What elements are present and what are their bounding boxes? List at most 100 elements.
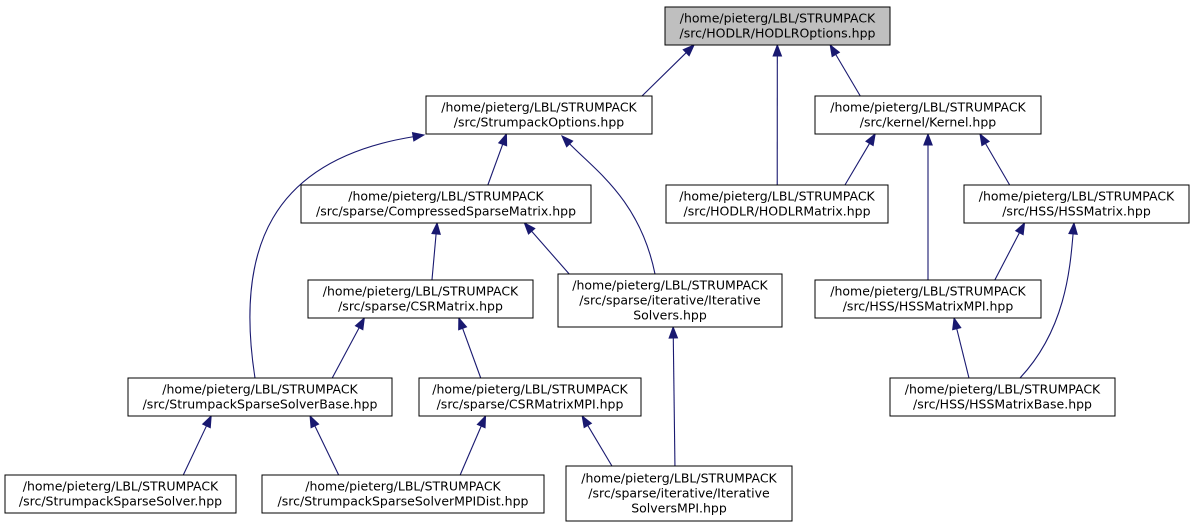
edge-strumpack-options-to-hodlr-options	[641, 52, 687, 97]
edge-compressed-sparse-matrix-to-strumpack-options-arrowhead	[497, 132, 508, 147]
node-hss-matrix-mpi[interactable]: /home/pieterg/LBL/STRUMPACK/src/HSS/HSSM…	[814, 279, 1042, 319]
node-label-line: /src/sparse/CSRMatrix.hpp	[338, 299, 503, 314]
node-label-line: /home/pieterg/LBL/STRUMPACK	[23, 479, 219, 494]
edge-sparse-solver-to-sparse-solver-base	[182, 425, 207, 476]
node-box	[300, 184, 592, 224]
node-box	[814, 95, 1042, 135]
node-box	[665, 184, 889, 224]
edge-hss-matrix-mpi-to-kernel-arrowhead	[923, 132, 933, 146]
edge-csr-matrix-mpi-to-csr-matrix	[462, 328, 482, 379]
edge-hss-matrix-to-kernel	[985, 143, 1011, 186]
node-iterative-solvers[interactable]: /home/pieterg/LBL/STRUMPACK/src/sparse/i…	[557, 273, 783, 328]
node-box	[4, 474, 237, 514]
node-box	[565, 465, 793, 522]
edge-sparse-solver-base-to-csr-matrix-arrowhead	[354, 316, 365, 331]
edge-hodlr-matrix-to-kernel-arrowhead	[865, 132, 876, 147]
edge-iterative-solvers-mpi-to-csr-matrix-mpi-arrowhead	[581, 414, 593, 429]
edge-hodlr-matrix-to-hodlr-options-arrowhead	[772, 43, 783, 57]
node-box	[127, 377, 393, 417]
edge-kernel-to-hodlr-options	[835, 54, 861, 97]
edge-hss-matrix-to-kernel-arrowhead	[979, 132, 991, 147]
node-box	[963, 184, 1190, 224]
edge-hss-matrix-base-to-hss-matrix-arrowhead	[1068, 221, 1078, 235]
node-sparse-solver[interactable]: /home/pieterg/LBL/STRUMPACK/src/Strumpac…	[4, 474, 237, 514]
node-label-line: /src/StrumpackSparseSolverBase.hpp	[143, 397, 378, 412]
edge-sparse-solver-mpi-dist-to-csr-matrix-mpi	[459, 425, 482, 476]
node-box	[425, 95, 653, 135]
edge-iterative-solvers-mpi-to-iterative-solvers	[672, 337, 676, 467]
node-label-line: /home/pieterg/LBL/STRUMPACK	[905, 382, 1101, 397]
node-sparse-solver-base[interactable]: /home/pieterg/LBL/STRUMPACK/src/Strumpac…	[127, 377, 393, 417]
node-label-line: /src/sparse/CompressedSparseMatrix.hpp	[316, 204, 576, 219]
node-compressed-sparse-matrix[interactable]: /home/pieterg/LBL/STRUMPACK/src/sparse/C…	[300, 184, 592, 224]
node-box	[307, 279, 534, 319]
node-label-line: /home/pieterg/LBL/STRUMPACK	[305, 479, 501, 494]
node-hodlr-matrix[interactable]: /home/pieterg/LBL/STRUMPACK/src/HODLR/HO…	[665, 184, 889, 224]
edge-sparse-solver-base-to-strumpack-options-arrowhead	[411, 131, 426, 142]
node-strumpack-options[interactable]: /home/pieterg/LBL/STRUMPACK/src/Strumpac…	[425, 95, 653, 135]
node-box	[418, 377, 642, 417]
node-label-line: /home/pieterg/LBL/STRUMPACK	[572, 278, 768, 293]
node-label-line: /home/pieterg/LBL/STRUMPACK	[348, 189, 544, 204]
edge-sparse-solver-to-sparse-solver-base-arrowhead	[201, 414, 212, 429]
node-box	[814, 279, 1042, 319]
edge-iterative-solvers-mpi-to-iterative-solvers-arrowhead	[668, 325, 679, 339]
edge-csr-matrix-to-compressed-sparse-matrix-arrowhead	[431, 221, 441, 235]
edge-csr-matrix-to-compressed-sparse-matrix	[431, 233, 437, 281]
node-label-line: SolversMPI.hpp	[631, 501, 727, 516]
node-label-line: Solvers.hpp	[633, 308, 707, 323]
node-csr-matrix[interactable]: /home/pieterg/LBL/STRUMPACK/src/sparse/C…	[307, 279, 534, 319]
edge-hss-matrix-mpi-to-hss-matrix-arrowhead	[1014, 221, 1026, 236]
edge-iterative-solvers-to-strumpack-options-arrowhead	[561, 134, 574, 148]
node-hss-matrix[interactable]: /home/pieterg/LBL/STRUMPACK/src/HSS/HSSM…	[963, 184, 1190, 224]
node-label-line: /src/StrumpackSparseSolver.hpp	[19, 494, 222, 509]
edge-iterative-solvers-to-compressed-sparse-matrix	[531, 230, 570, 275]
node-label-line: /home/pieterg/LBL/STRUMPACK	[323, 284, 519, 299]
edge-hss-matrix-mpi-to-hss-matrix	[994, 232, 1020, 281]
node-label-line: /home/pieterg/LBL/STRUMPACK	[581, 471, 777, 486]
node-box	[889, 377, 1116, 417]
node-label-line: /src/HODLR/HODLRMatrix.hpp	[683, 204, 870, 219]
edge-hodlr-matrix-to-kernel	[844, 143, 871, 186]
node-sparse-solver-mpi-dist[interactable]: /home/pieterg/LBL/STRUMPACK/src/Strumpac…	[261, 474, 545, 514]
edge-sparse-solver-mpi-dist-to-sparse-solver-base-arrowhead	[309, 414, 320, 429]
node-label-line: /src/HSS/HSSMatrixMPI.hpp	[843, 299, 1014, 314]
edge-csr-matrix-mpi-to-csr-matrix-arrowhead	[458, 316, 468, 331]
node-box	[261, 474, 545, 514]
node-kernel[interactable]: /home/pieterg/LBL/STRUMPACK/src/kernel/K…	[814, 95, 1042, 135]
node-hss-matrix-base[interactable]: /home/pieterg/LBL/STRUMPACK/src/HSS/HSSM…	[889, 377, 1116, 417]
edge-sparse-solver-mpi-dist-to-csr-matrix-mpi-arrowhead	[476, 414, 487, 429]
node-label-line: /src/HODLR/HODLROptions.hpp	[680, 26, 876, 41]
node-label-line: /src/StrumpackSparseSolverMPIDist.hpp	[278, 494, 529, 509]
node-hodlr-options: /home/pieterg/LBL/STRUMPACK/src/HODLR/HO…	[664, 6, 891, 46]
edge-sparse-solver-base-to-strumpack-options	[249, 136, 414, 379]
node-label-line: /src/sparse/CSRMatrixMPI.hpp	[437, 397, 624, 412]
edge-hss-matrix-base-to-hss-matrix	[1019, 233, 1074, 379]
node-label-line: /src/HSS/HSSMatrix.hpp	[1002, 204, 1151, 219]
edge-kernel-to-hodlr-options-arrowhead	[829, 43, 841, 58]
edge-hss-matrix-base-to-hss-matrix-mpi-arrowhead	[952, 316, 962, 331]
node-iterative-solvers-mpi[interactable]: /home/pieterg/LBL/STRUMPACK/src/sparse/i…	[565, 465, 793, 522]
edge-hss-matrix-base-to-hss-matrix-mpi	[956, 328, 970, 379]
node-label-line: /src/kernel/Kernel.hpp	[860, 115, 996, 130]
node-label-line: /src/HSS/HSSMatrixBase.hpp	[913, 397, 1092, 412]
edge-compressed-sparse-matrix-to-strumpack-options	[487, 144, 504, 186]
node-label-line: /home/pieterg/LBL/STRUMPACK	[432, 382, 628, 397]
node-label-line: /src/sparse/iterative/Iterative	[579, 293, 761, 308]
edge-strumpack-options-to-hodlr-options-arrowhead	[682, 44, 696, 57]
edge-iterative-solvers-to-strumpack-options	[569, 143, 656, 275]
edge-sparse-solver-mpi-dist-to-sparse-solver-base	[314, 425, 340, 476]
node-label-line: /home/pieterg/LBL/STRUMPACK	[830, 284, 1026, 299]
nodes-layer: /home/pieterg/LBL/STRUMPACK/src/HODLR/HO…	[4, 6, 1190, 522]
node-label-line: /src/sparse/iterative/Iterative	[588, 486, 770, 501]
node-label-line: /home/pieterg/LBL/STRUMPACK	[680, 11, 876, 26]
node-label-line: /src/StrumpackOptions.hpp	[454, 115, 625, 130]
edge-iterative-solvers-mpi-to-csr-matrix-mpi	[587, 425, 613, 467]
edge-sparse-solver-base-to-csr-matrix	[331, 327, 360, 379]
node-csr-matrix-mpi[interactable]: /home/pieterg/LBL/STRUMPACK/src/sparse/C…	[418, 377, 642, 417]
node-label-line: /home/pieterg/LBL/STRUMPACK	[830, 100, 1026, 115]
node-label-line: /home/pieterg/LBL/STRUMPACK	[979, 189, 1175, 204]
node-label-line: /home/pieterg/LBL/STRUMPACK	[441, 100, 637, 115]
node-box	[664, 6, 891, 46]
